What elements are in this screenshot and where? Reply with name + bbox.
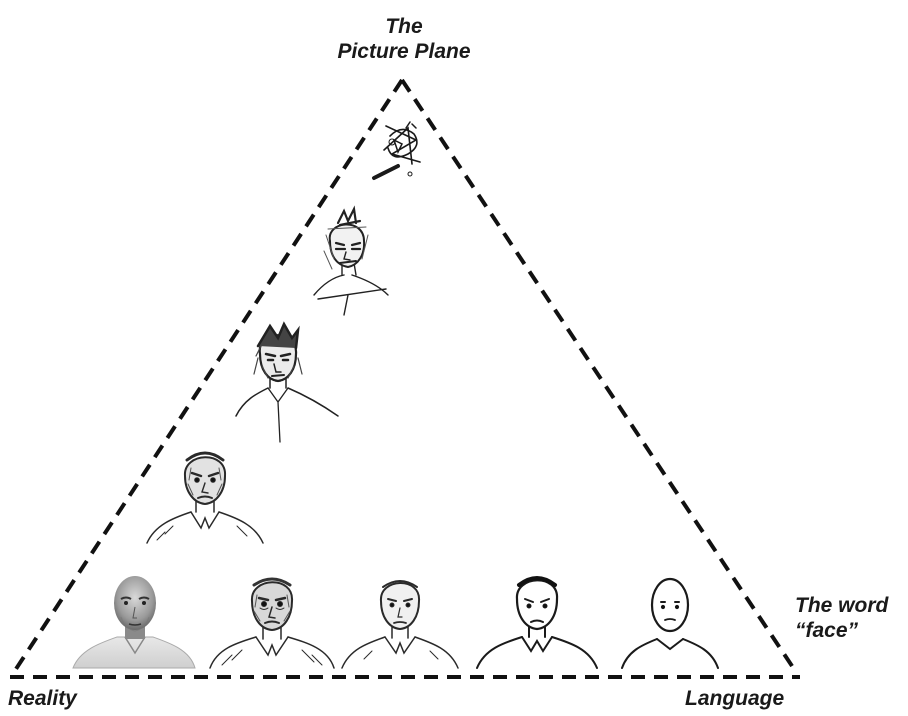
face-cartoon (477, 578, 597, 668)
face-abstract-scribble (374, 122, 420, 178)
word-face-label-line2: “face” (795, 618, 888, 643)
face-line-drawing (342, 581, 458, 668)
reality-label: Reality (8, 686, 77, 711)
face-scribble-sketch (314, 209, 388, 315)
face-detailed-drawing (210, 579, 334, 668)
face-rough-sketch (236, 324, 338, 442)
face-realistic-sketch (147, 453, 263, 543)
apex-label: The Picture Plane (304, 14, 504, 64)
face-photo (73, 576, 195, 668)
face-icon (622, 579, 718, 668)
word-face-label: The word “face” (795, 593, 888, 643)
word-face-label-line1: The word (795, 593, 888, 618)
apex-label-line1: The (304, 14, 504, 39)
triangle-right-edge (402, 80, 796, 672)
language-label: Language (685, 686, 784, 711)
triangle-left-edge (14, 80, 402, 672)
apex-label-line2: Picture Plane (304, 39, 504, 64)
